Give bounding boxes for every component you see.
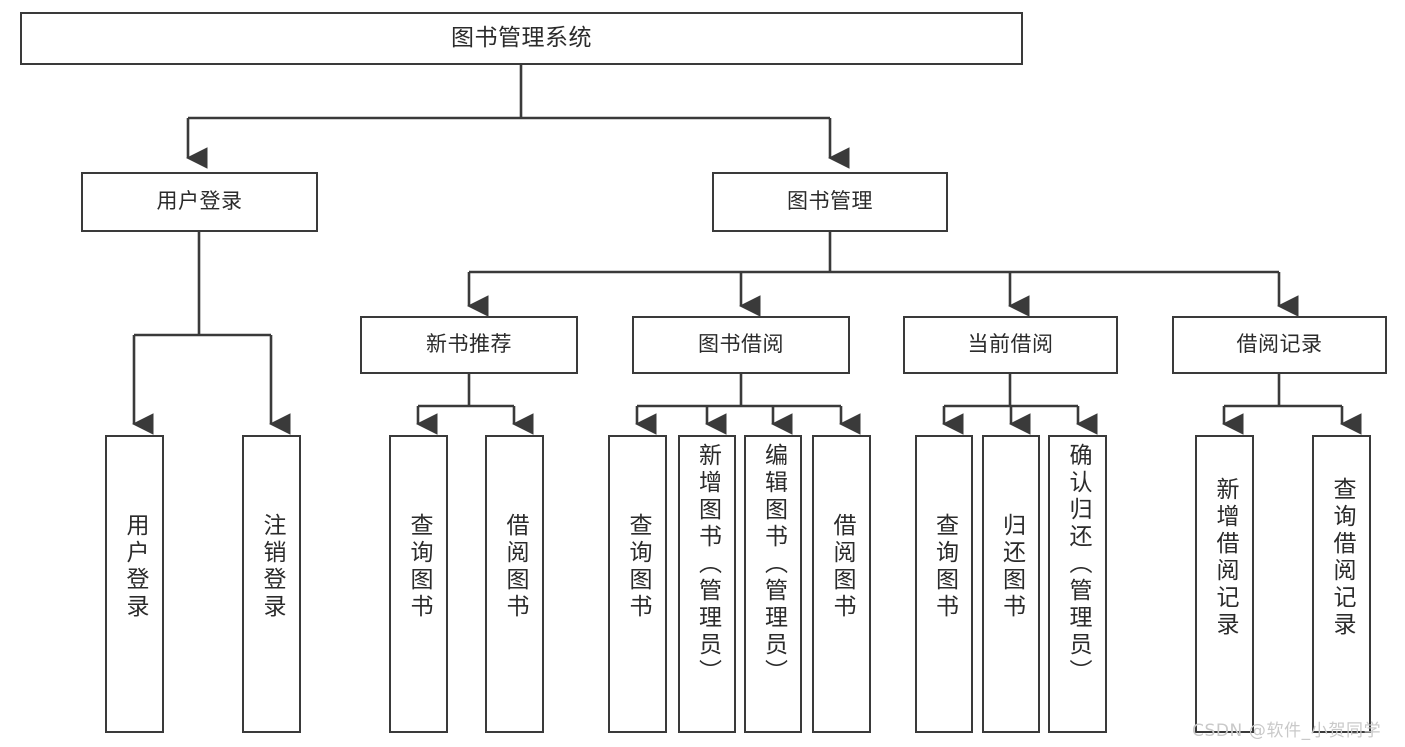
node-label: 查询图书 <box>931 513 958 621</box>
node-book-borrow[interactable]: 图书借阅 <box>632 316 850 374</box>
node-label: 图书管理 <box>787 189 873 214</box>
leaf-query-book-current[interactable]: 查询图书 <box>915 435 973 733</box>
node-label: 归还图书 <box>998 513 1025 621</box>
node-new-book-recommend[interactable]: 新书推荐 <box>360 316 578 374</box>
node-label: 借阅记录 <box>1236 332 1323 357</box>
node-current-borrow[interactable]: 当前借阅 <box>903 316 1118 374</box>
node-label: 查询借阅记录 <box>1329 477 1355 639</box>
node-root-system[interactable]: 图书管理系统 <box>20 12 1023 65</box>
node-label: 用户登录 <box>156 189 243 214</box>
leaf-edit-book-admin[interactable]: 编辑图书（管理员） <box>744 435 802 733</box>
leaf-query-book-borrow[interactable]: 查询图书 <box>608 435 667 733</box>
node-borrow-records[interactable]: 借阅记录 <box>1172 316 1387 374</box>
leaf-add-borrow-record[interactable]: 新增借阅记录 <box>1195 435 1254 733</box>
node-label: 当前借阅 <box>967 332 1054 357</box>
node-label: 借阅图书 <box>502 513 528 621</box>
node-label: 图书管理系统 <box>451 24 592 51</box>
leaf-user-login[interactable]: 用户登录 <box>105 435 164 733</box>
node-label: 借阅图书 <box>829 513 855 621</box>
node-label: 查询图书 <box>406 513 432 621</box>
node-label: 确认归还（管理员） <box>1065 443 1091 686</box>
leaf-logout[interactable]: 注销登录 <box>242 435 301 733</box>
node-label: 新书推荐 <box>426 332 512 357</box>
node-label: 图书借阅 <box>698 332 784 357</box>
leaf-borrow-book-recommend[interactable]: 借阅图书 <box>485 435 544 733</box>
leaf-add-book-admin[interactable]: 新增图书（管理员） <box>678 435 736 733</box>
node-book-management[interactable]: 图书管理 <box>712 172 948 232</box>
leaf-confirm-return-admin[interactable]: 确认归还（管理员） <box>1048 435 1107 733</box>
leaf-query-borrow-record[interactable]: 查询借阅记录 <box>1312 435 1371 733</box>
node-label: 编辑图书（管理员） <box>760 443 787 686</box>
csdn-watermark: CSDN @软件_小贺同学 <box>1192 721 1382 741</box>
node-label: 用户登录 <box>122 513 148 621</box>
node-label: 新增借阅记录 <box>1212 477 1238 639</box>
leaf-query-book-recommend[interactable]: 查询图书 <box>389 435 448 733</box>
node-user-login[interactable]: 用户登录 <box>81 172 318 232</box>
node-label: 注销登录 <box>259 513 285 621</box>
leaf-return-book[interactable]: 归还图书 <box>982 435 1040 733</box>
leaf-borrow-book[interactable]: 借阅图书 <box>812 435 871 733</box>
node-label: 查询图书 <box>625 513 651 621</box>
node-label: 新增图书（管理员） <box>694 443 721 686</box>
